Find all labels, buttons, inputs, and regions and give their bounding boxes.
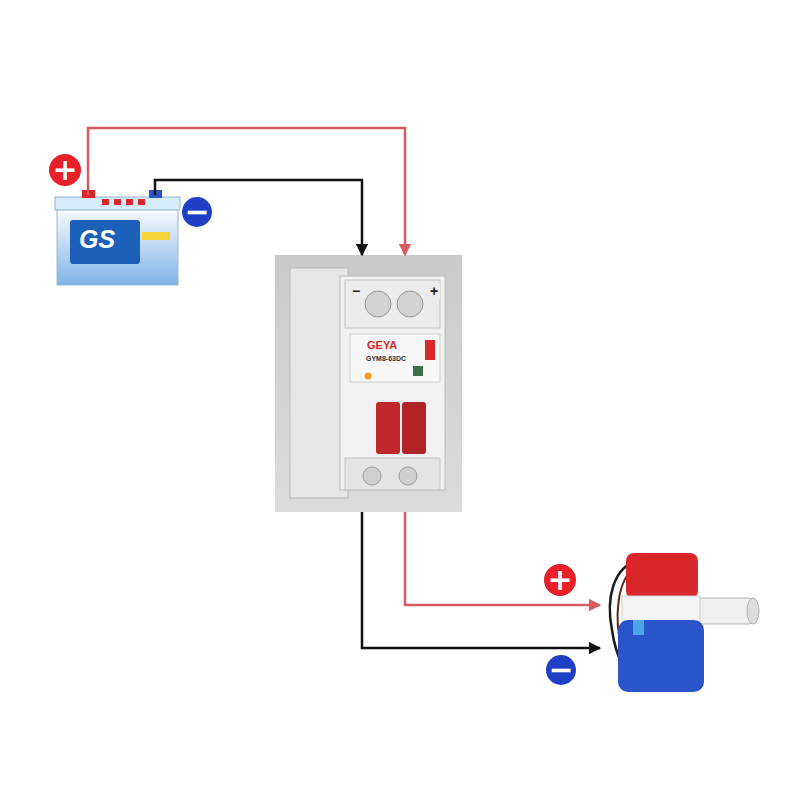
- wire: [405, 512, 600, 605]
- polarity-sign: +: [542, 562, 578, 598]
- model-label: GYM8-63DC: [364, 354, 408, 363]
- battery-lid: [55, 197, 180, 210]
- wire: [88, 128, 405, 255]
- battery-drawing: [55, 190, 180, 285]
- breaker-drawing: [275, 255, 462, 512]
- wire: [362, 512, 600, 648]
- terminal-hole: [365, 291, 391, 317]
- battery-stripe: [142, 232, 170, 240]
- terminal-block: [345, 280, 440, 328]
- vent-cap: [102, 199, 109, 205]
- pump-base: [618, 620, 704, 692]
- rating-mark: [425, 340, 435, 360]
- brand-label: GS: [77, 226, 117, 253]
- battery: +GS−: [55, 195, 180, 285]
- vent-cap: [138, 199, 145, 205]
- terminal-block: [345, 458, 440, 490]
- wire: [155, 180, 362, 255]
- bilge-pump: +−: [600, 545, 760, 700]
- breaker-front: [340, 276, 445, 490]
- battery-body: [57, 205, 178, 285]
- polarity-sign: −: [180, 195, 214, 229]
- indicator-dot: [365, 373, 372, 380]
- vent-cap: [126, 199, 133, 205]
- toggle-lever: [376, 402, 400, 454]
- terminal-hole: [399, 467, 417, 485]
- breaker-side: [290, 268, 348, 498]
- indicator-window: [413, 366, 423, 376]
- terminal-mark: +: [428, 283, 440, 299]
- polarity-sign: −: [544, 653, 578, 687]
- terminal-mark: −: [350, 283, 362, 299]
- release-tab: [633, 620, 644, 635]
- polarity-sign: +: [47, 152, 83, 188]
- pump-collar: [622, 596, 700, 622]
- outlet-end: [747, 598, 759, 624]
- circuit-breaker: − + GEYA GYM8-63DC: [275, 255, 462, 512]
- vent-cap: [114, 199, 121, 205]
- toggle-lever: [402, 402, 426, 454]
- photo-ground: [275, 255, 462, 512]
- outlet-pipe: [695, 598, 753, 624]
- terminal-hole: [363, 467, 381, 485]
- battery-label: [70, 220, 140, 264]
- label-panel: [350, 334, 440, 382]
- pump-drawing: [610, 553, 759, 692]
- terminal-hole: [397, 291, 423, 317]
- pump-cap: [626, 553, 698, 599]
- brand-label: GEYA: [365, 339, 399, 352]
